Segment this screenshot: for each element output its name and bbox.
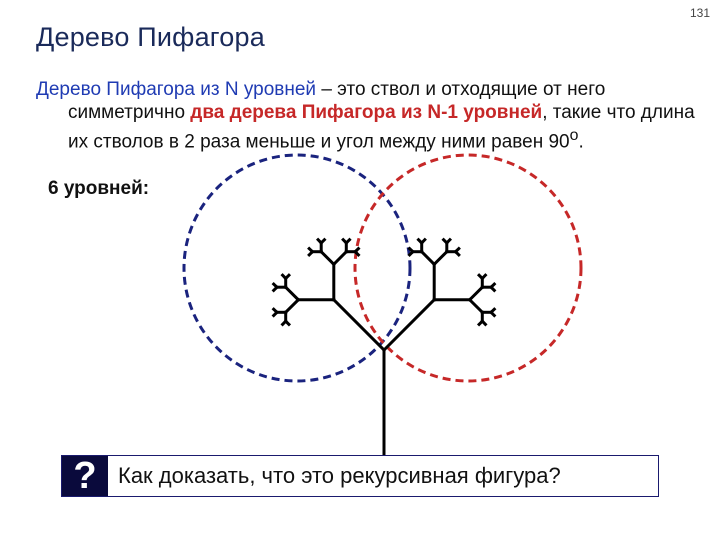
tree-branch: [271, 307, 280, 315]
question-mark-icon: ?: [62, 456, 108, 496]
left-subtree-circle: [182, 153, 412, 383]
tree-branch: [271, 281, 280, 290]
tree-branch: [407, 246, 415, 254]
degree-mark: o: [569, 127, 579, 144]
tree-branch: [476, 319, 485, 327]
tree-branch: [467, 297, 485, 315]
tree-branch: [283, 273, 292, 281]
tree-branch: [331, 249, 349, 267]
definition-tail: , такие что длина их стволов в 2 раза ме…: [68, 102, 695, 153]
question-text: Как доказать, что это рекурсивная фигура…: [118, 463, 561, 488]
tree-branch: [331, 297, 387, 353]
right-subtree-circle: [353, 153, 583, 383]
tree-branch: [283, 285, 301, 302]
question-box: ? Как доказать, что это рекурсивная фигу…: [61, 455, 659, 497]
tree-branch: [353, 249, 361, 258]
tree-branch: [467, 285, 485, 302]
tree-branch: [381, 297, 437, 353]
tree-branch: [319, 237, 327, 246]
definition-text: Дерево Пифагора из N уровней – это ствол…: [36, 78, 718, 153]
tree-branch: [419, 249, 437, 267]
tree-branch: [444, 237, 453, 246]
definition-end: .: [578, 131, 584, 153]
tree-branch: [280, 319, 288, 327]
page-number: 131: [689, 6, 710, 20]
tree-branch: [419, 237, 427, 246]
tree-branch: [283, 297, 301, 315]
tree-branch: [453, 249, 461, 258]
slide-title: Дерево Пифагора: [36, 22, 265, 52]
tree-branch: [488, 285, 497, 293]
tree-branch: [432, 249, 449, 267]
definition-middle: – это ствол и отходящие от него симметри…: [68, 79, 606, 123]
levels-label: 6 уровней:: [48, 178, 150, 199]
tree-branch: [319, 249, 336, 267]
tree-branch: [488, 310, 497, 318]
tree-branch: [480, 273, 488, 281]
definition-term: Дерево Пифагора из N уровней: [36, 79, 317, 100]
definition-subtrees: два дерева Пифагора из N-1 уровней: [190, 102, 543, 123]
tree-branch: [344, 237, 352, 246]
tree-branch: [307, 246, 315, 254]
pythagoras-tree: [271, 237, 497, 494]
